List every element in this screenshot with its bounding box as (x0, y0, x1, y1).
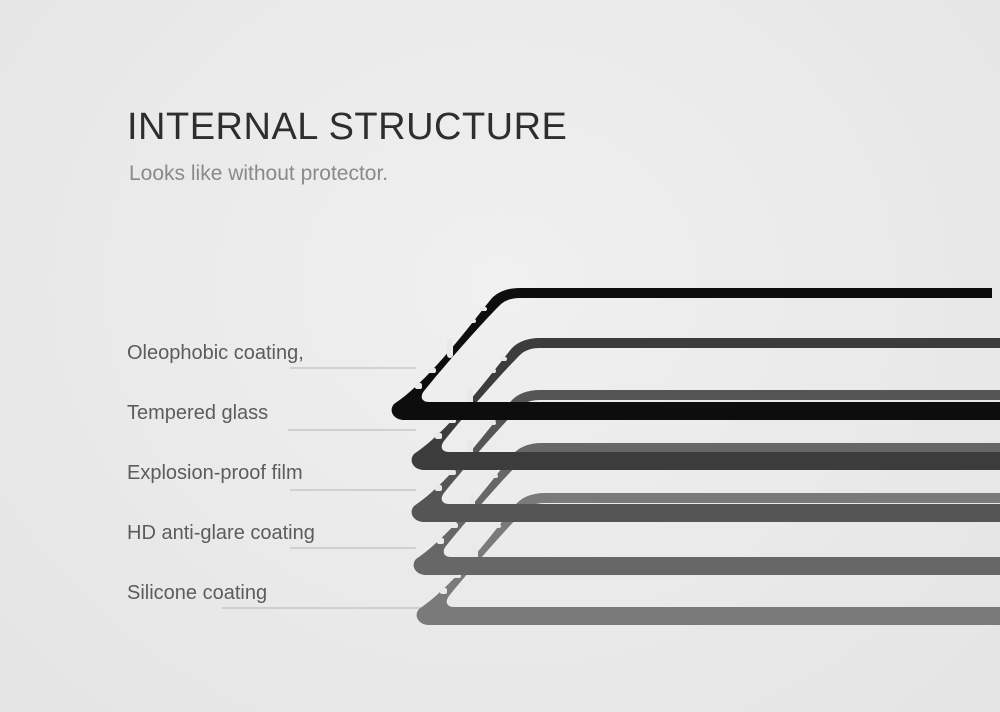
page-title: INTERNAL STRUCTURE (127, 106, 568, 148)
sensor-cutout (415, 383, 422, 389)
sensor-cutout (489, 369, 496, 373)
layer-frame (413, 443, 1000, 575)
layer-frame (391, 288, 1000, 420)
sensor-cutout (428, 368, 436, 373)
layer-label-anti-glare: HD anti-glare coating (127, 522, 315, 544)
layer-frame (411, 338, 1000, 470)
sensor-cutout (494, 524, 501, 528)
layer-label-tempered-glass: Tempered glass (127, 402, 269, 424)
sensor-cutout (469, 319, 476, 323)
sensor-cutout (440, 588, 447, 594)
page-subtitle: Looks like without protector. (129, 162, 389, 185)
sensor-cutout (480, 307, 487, 311)
layer-label-explosion-proof: Explosion-proof film (127, 462, 303, 484)
sensor-cutout (435, 433, 442, 439)
sensor-cutout (437, 538, 444, 544)
sensor-cutout (450, 523, 458, 528)
sensor-cutout (447, 338, 453, 358)
sensor-cutout (489, 421, 496, 425)
sensor-cutout (491, 474, 498, 478)
layer-oleophobic-coating (391, 288, 1000, 420)
layer-frame (416, 493, 1000, 625)
sensor-cutout (435, 485, 442, 491)
layer-label-silicone: Silicone coating (127, 582, 268, 604)
layer-label-oleophobic: Oleophobic coating, (127, 342, 304, 364)
layer-frame (411, 390, 1000, 522)
sensor-cutout (500, 357, 507, 361)
leader-lines (222, 367, 440, 609)
sensor-cutout (448, 470, 456, 475)
